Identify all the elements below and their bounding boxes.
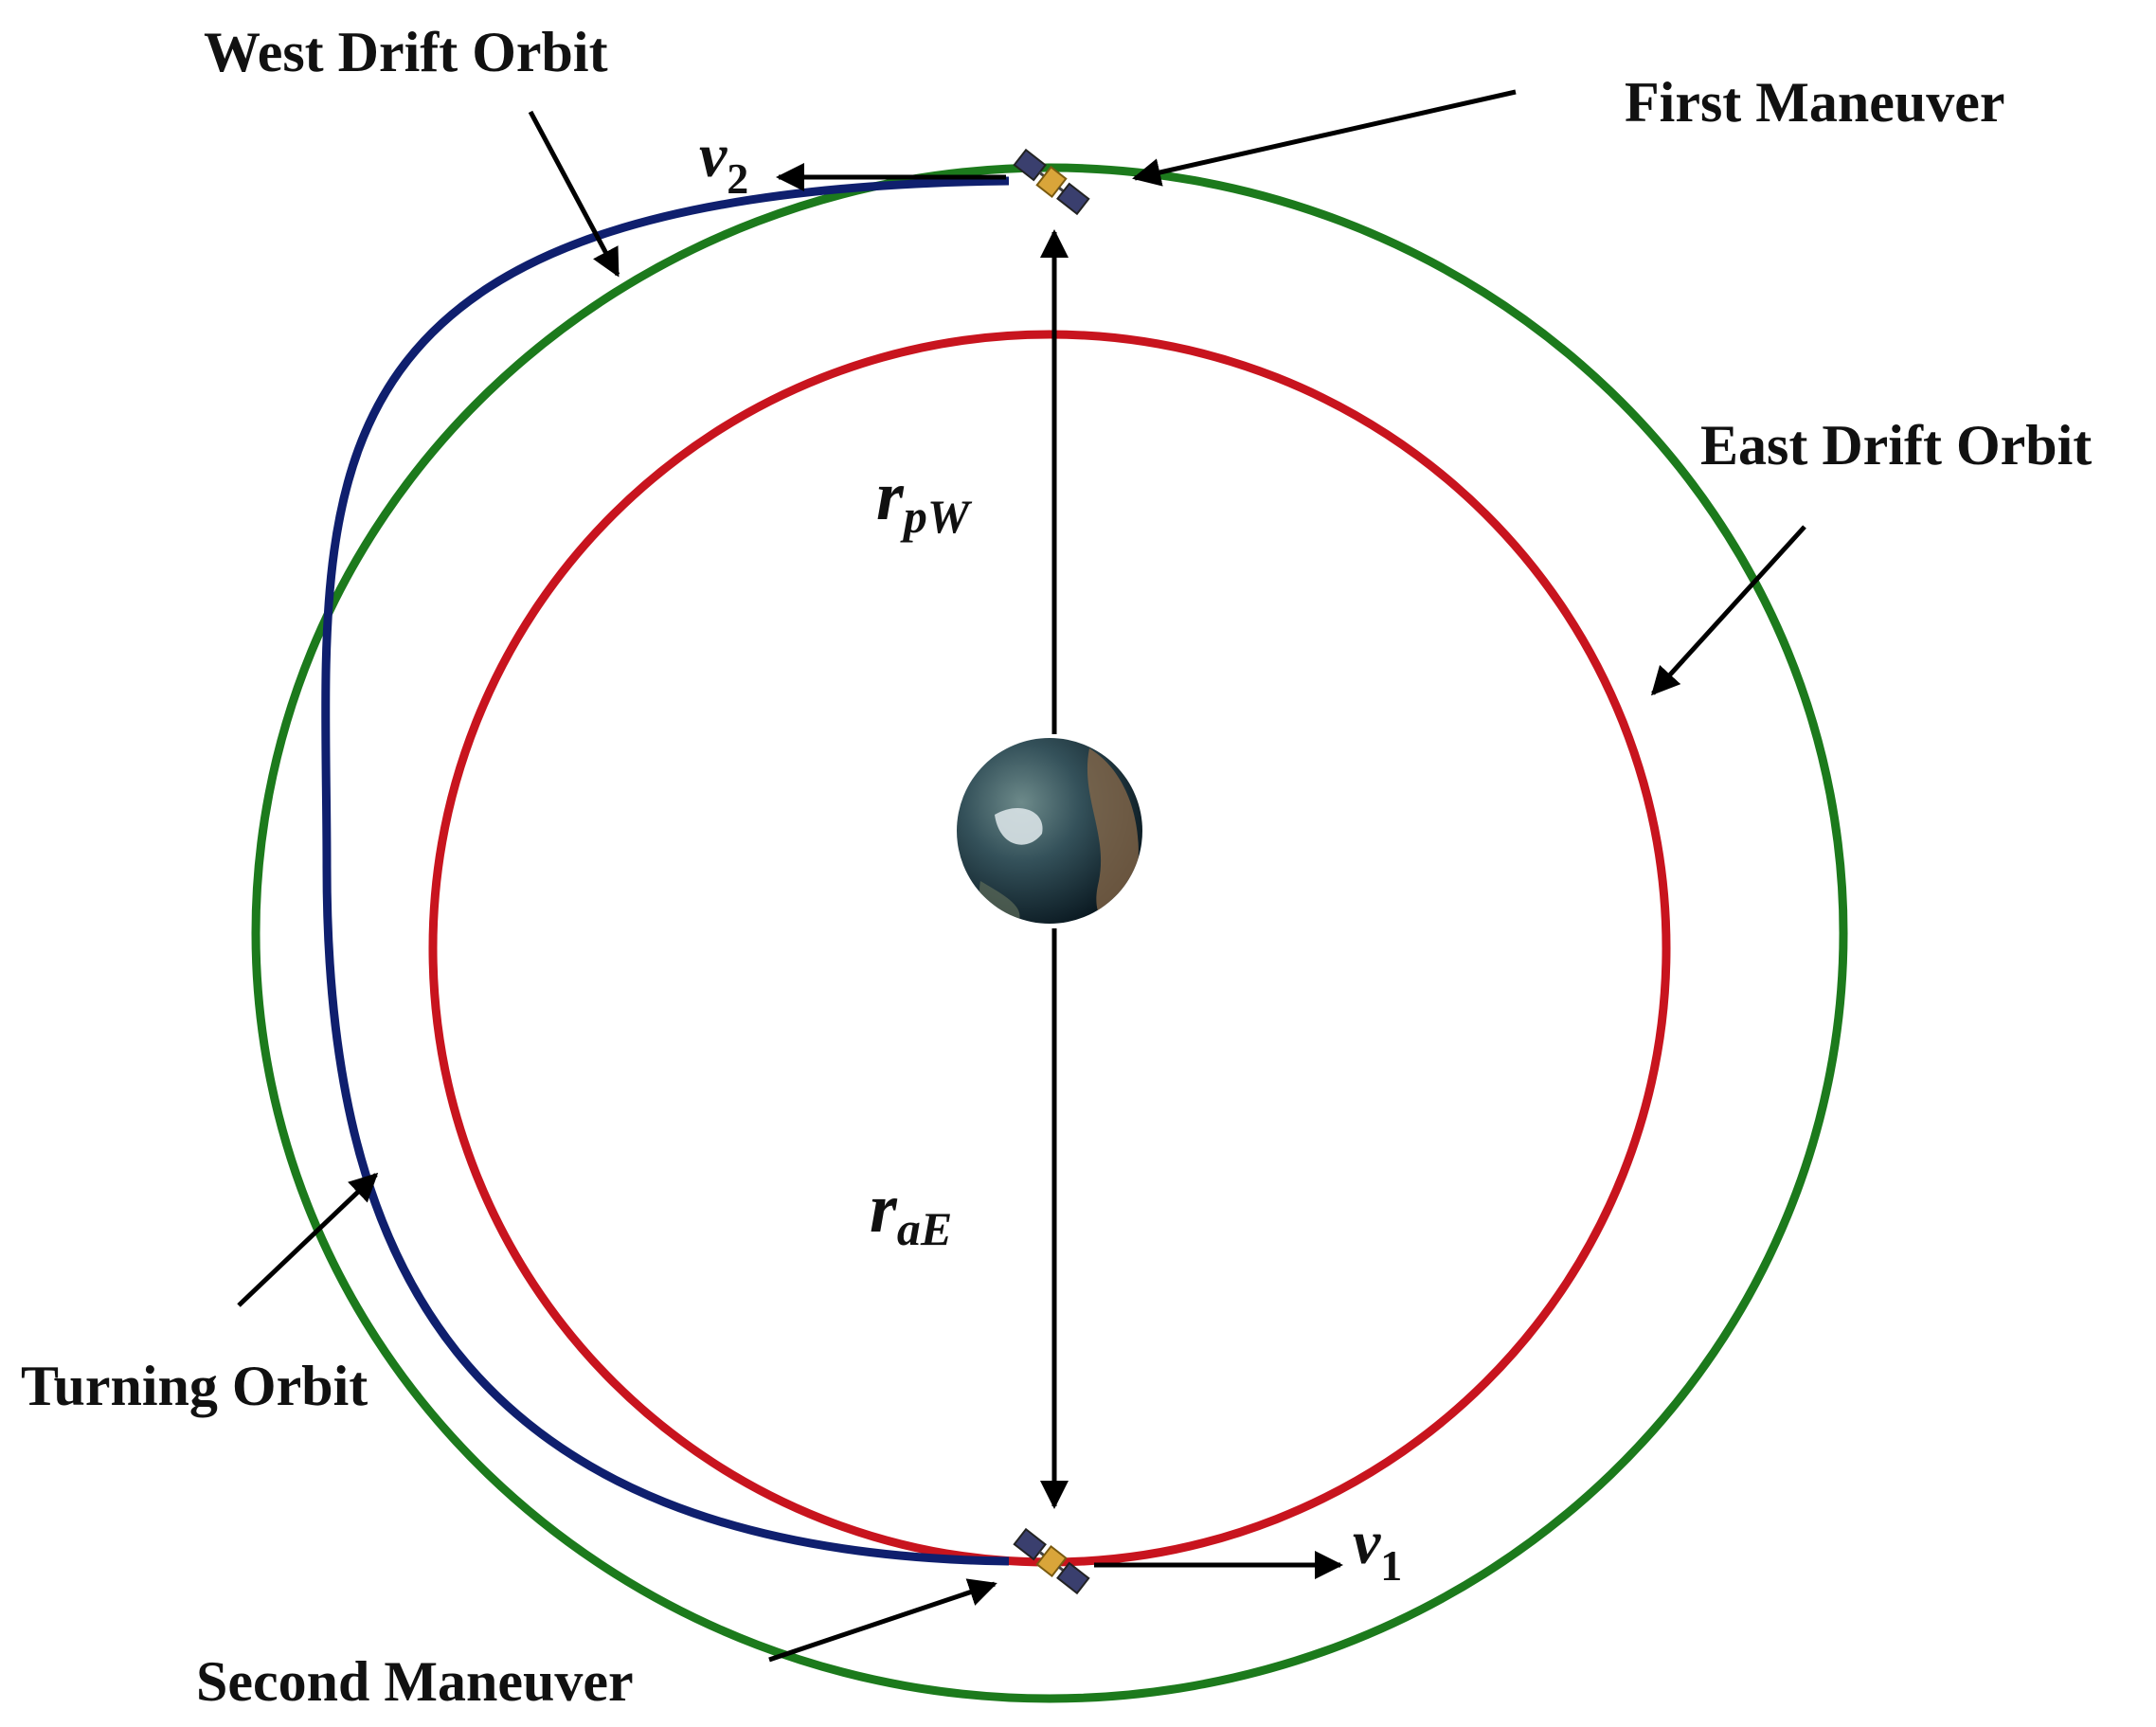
v1-symbol-base: v bbox=[1353, 1508, 1381, 1577]
v1-symbol-subscript: 1 bbox=[1380, 1541, 1402, 1590]
rae-symbol-subscript: aE bbox=[897, 1202, 952, 1255]
west-drift-orbit-pointer bbox=[528, 110, 620, 278]
turning-orbit-arc bbox=[321, 176, 1010, 1566]
satellite-icon bbox=[1013, 1527, 1090, 1595]
west-drift-orbit-ellipse bbox=[251, 163, 1848, 1703]
first-maneuver-pointer bbox=[1132, 89, 1517, 187]
rae-symbol-base: r bbox=[870, 1170, 898, 1248]
v1-symbol: v1 bbox=[1353, 1508, 1402, 1590]
satellite-icon bbox=[1013, 148, 1090, 216]
east-drift-orbit-label: East Drift Orbit bbox=[1700, 414, 2092, 477]
turning-orbit-pointer bbox=[237, 1172, 379, 1307]
rpw-symbol-base: r bbox=[876, 458, 905, 535]
rpw-symbol-subscript: pW bbox=[900, 490, 973, 543]
first-maneuver-label: First Maneuver bbox=[1625, 71, 2005, 134]
rae-symbol: raE bbox=[870, 1170, 952, 1255]
west-drift-orbit-label: West Drift Orbit bbox=[204, 21, 608, 83]
v2-symbol-subscript: 2 bbox=[727, 154, 748, 203]
east-drift-orbit-pointer bbox=[1650, 525, 1806, 696]
v2-symbol-base: v bbox=[699, 121, 728, 190]
earth-globe-icon bbox=[957, 738, 1142, 924]
turning-orbit-label: Turning Orbit bbox=[21, 1355, 368, 1417]
v2-symbol: v2 bbox=[699, 121, 748, 203]
second-maneuver-pointer bbox=[768, 1578, 997, 1663]
east-drift-orbit-ellipse bbox=[428, 330, 1671, 1567]
rpw-symbol: rpW bbox=[876, 458, 973, 543]
second-maneuver-label: Second Maneuver bbox=[196, 1650, 634, 1713]
